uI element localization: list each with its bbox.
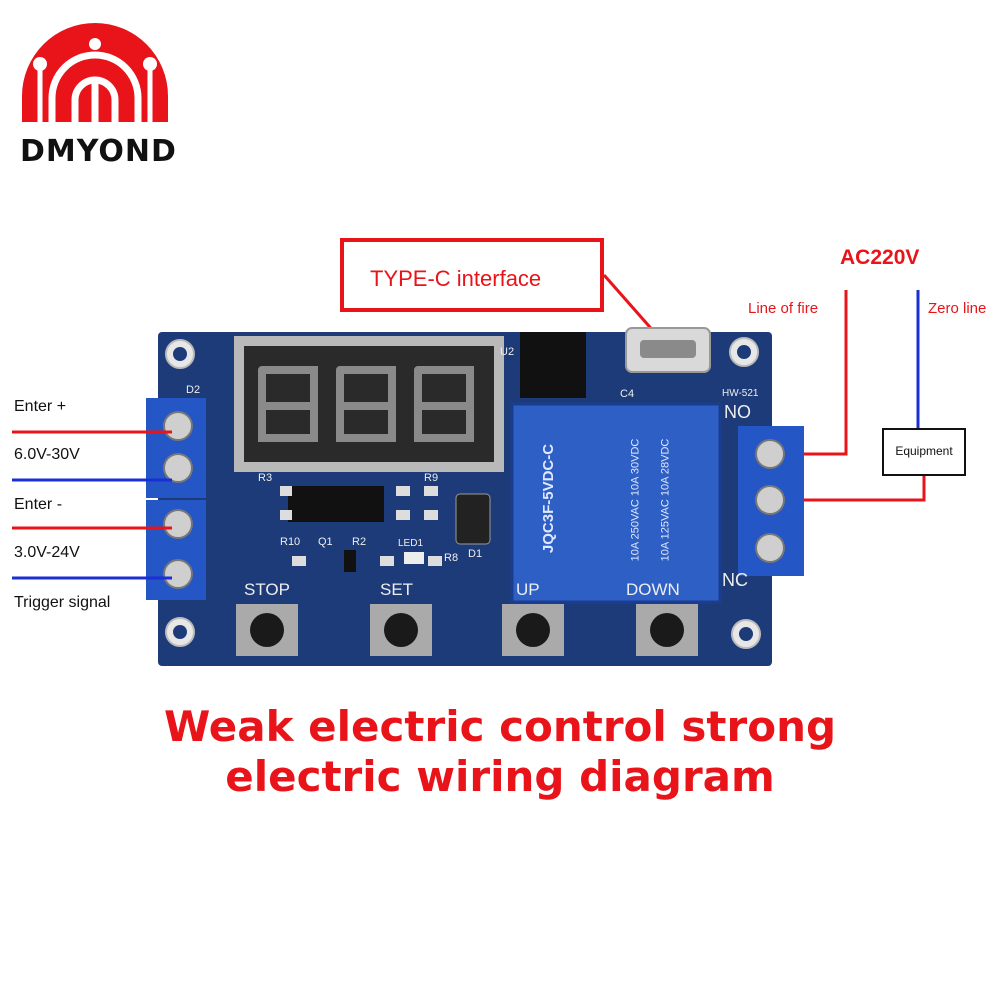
silk-led1: LED1 [398,538,424,549]
brand-name: DMYOND [20,134,177,169]
relay-model: JQC3F-5VDC-C [540,443,558,554]
enter-minus-label: Enter - [14,496,63,513]
diagram-title: Weak electric control strong electric wi… [0,702,1000,802]
silk-c4: C4 [620,388,635,400]
silk-nc: NC [722,570,748,590]
trigger-label: Trigger signal [14,594,111,611]
equipment-box: Equipment [882,428,966,476]
relay [512,404,720,602]
silk-r2: R2 [352,536,367,548]
title-line-1: Weak electric control strong [163,702,837,751]
silk-q1: Q1 [318,536,333,548]
zero-line-label: Zero line [928,300,987,317]
board-model: HW-521 [722,388,759,399]
button-label-set: SET [380,580,414,599]
silk-r8: R8 [444,552,459,564]
silk-d1: D1 [468,548,483,560]
relay-rating-2: 10A 125VAC 10A 28VDC [659,438,672,562]
typec-callout: TYPE-C interface [340,238,604,312]
typec-label: TYPE-C interface [370,266,542,291]
button-label-down: DOWN [626,580,680,599]
typec-leader [602,274,658,335]
silk-r3: R3 [258,472,273,484]
logo-mark [22,23,168,122]
relay-rating-1: 10A 250VAC 10A 30VDC [629,438,642,562]
button-row [236,604,698,656]
range2-label: 3.0V-24V [14,544,80,561]
enter-plus-label: Enter + [14,398,67,415]
range1-label: 6.0V-30V [14,446,80,463]
silk-r9: R9 [424,472,439,484]
button-label-up: UP [516,580,540,599]
silk-r10: R10 [280,536,301,548]
wire-line-of-fire [804,290,848,456]
title-line-2: electric wiring diagram [225,752,775,801]
regulator-u2 [520,332,586,398]
relay-label-group: JQC3F-5VDC-C 10A 250VAC 10A 30VDC 10A 12… [530,420,700,590]
button-label-stop: STOP [244,580,290,599]
silk-no: NO [724,402,751,422]
silk-u2: U2 [500,346,515,358]
ac-source-label: AC220V [840,246,920,269]
silk-d2: D2 [186,384,201,396]
wire-to-equipment [804,476,926,502]
line-of-fire-label: Line of fire [748,300,819,317]
equipment-label: Equipment [895,444,953,458]
